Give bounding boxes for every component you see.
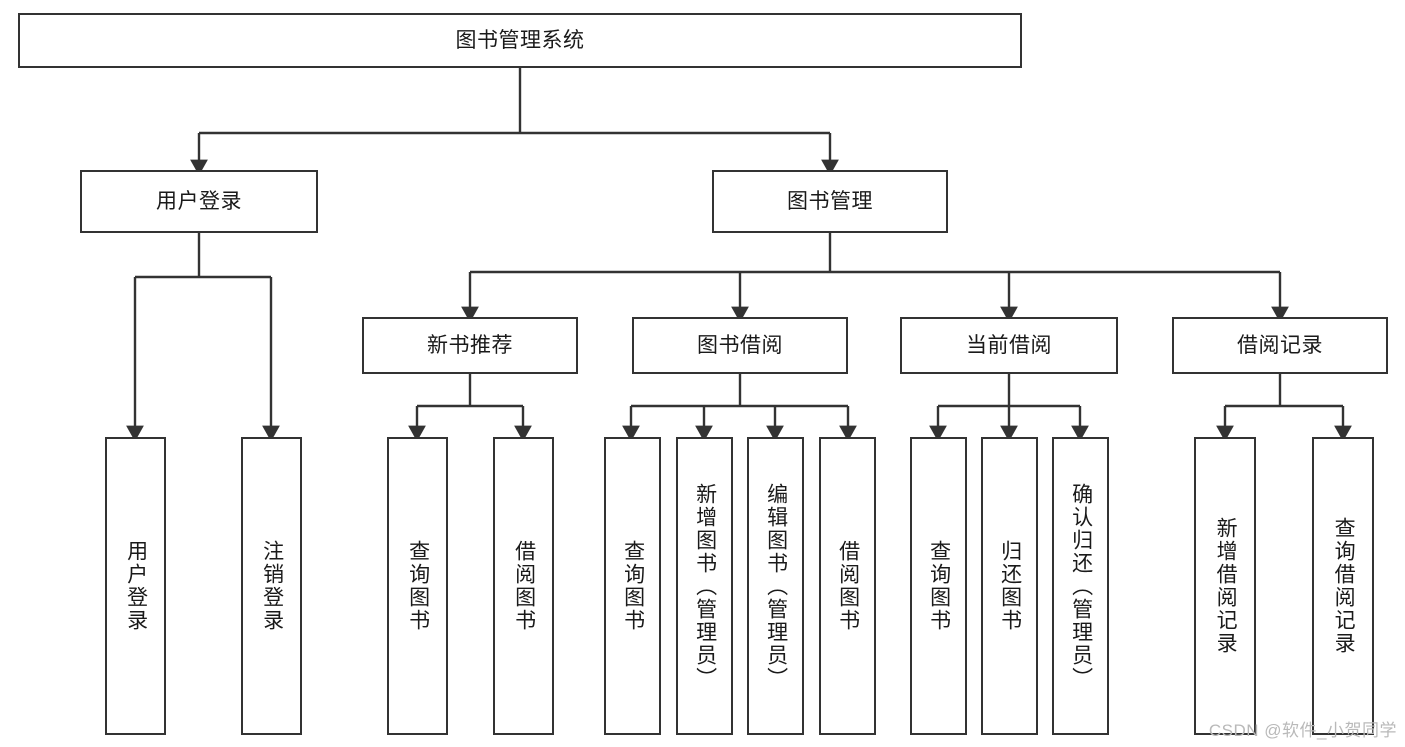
- node-leaf-query-book-2[interactable]: 查询图书: [604, 437, 661, 735]
- node-leaf-add-borrow-record-label: 新增借阅记录: [1214, 517, 1238, 655]
- node-user-login[interactable]: 用户登录: [80, 170, 318, 233]
- node-leaf-logout-label: 注销登录: [260, 540, 284, 632]
- node-leaf-borrow-book-2[interactable]: 借阅图书: [819, 437, 876, 735]
- node-leaf-query-book-1-label: 查询图书: [406, 540, 430, 632]
- node-leaf-user-login[interactable]: 用户登录: [105, 437, 166, 735]
- node-new-book-recommendation[interactable]: 新书推荐: [362, 317, 578, 374]
- node-leaf-query-borrow-record[interactable]: 查询借阅记录: [1312, 437, 1374, 735]
- node-leaf-query-book-3[interactable]: 查询图书: [910, 437, 967, 735]
- node-leaf-borrow-book-1[interactable]: 借阅图书: [493, 437, 554, 735]
- node-leaf-confirm-return-admin[interactable]: 确认归还（管理员）: [1052, 437, 1109, 735]
- node-leaf-logout[interactable]: 注销登录: [241, 437, 302, 735]
- node-current-borrow[interactable]: 当前借阅: [900, 317, 1118, 374]
- node-leaf-query-book-2-label: 查询图书: [621, 540, 645, 632]
- node-leaf-query-book-3-label: 查询图书: [927, 540, 951, 632]
- node-leaf-confirm-return-admin-label: 确认归还（管理员）: [1069, 482, 1093, 690]
- node-leaf-borrow-book-1-label: 借阅图书: [512, 540, 536, 632]
- node-leaf-query-book-1[interactable]: 查询图书: [387, 437, 448, 735]
- node-book-manage[interactable]: 图书管理: [712, 170, 948, 233]
- node-leaf-return-book-label: 归还图书: [998, 540, 1022, 632]
- node-borrow-record[interactable]: 借阅记录: [1172, 317, 1388, 374]
- node-root-label: 图书管理系统: [455, 28, 585, 52]
- node-user-login-label: 用户登录: [156, 189, 242, 213]
- node-leaf-user-login-label: 用户登录: [124, 540, 148, 632]
- watermark-text: CSDN @软件_小贺同学: [1208, 721, 1397, 740]
- node-new-book-recommendation-label: 新书推荐: [427, 333, 513, 357]
- node-leaf-add-borrow-record[interactable]: 新增借阅记录: [1194, 437, 1256, 735]
- node-leaf-borrow-book-2-label: 借阅图书: [836, 540, 860, 632]
- node-book-borrow-label: 图书借阅: [697, 333, 783, 357]
- node-root[interactable]: 图书管理系统: [18, 13, 1022, 68]
- node-leaf-edit-book-admin-label: 编辑图书（管理员）: [764, 482, 788, 690]
- node-leaf-add-book-admin[interactable]: 新增图书（管理员）: [676, 437, 733, 735]
- node-leaf-add-book-admin-label: 新增图书（管理员）: [693, 482, 717, 690]
- node-leaf-query-borrow-record-label: 查询借阅记录: [1332, 517, 1356, 655]
- node-leaf-return-book[interactable]: 归还图书: [981, 437, 1038, 735]
- node-leaf-edit-book-admin[interactable]: 编辑图书（管理员）: [747, 437, 804, 735]
- node-book-borrow[interactable]: 图书借阅: [632, 317, 848, 374]
- node-borrow-record-label: 借阅记录: [1237, 333, 1323, 357]
- node-book-manage-label: 图书管理: [787, 189, 873, 213]
- node-current-borrow-label: 当前借阅: [966, 333, 1052, 357]
